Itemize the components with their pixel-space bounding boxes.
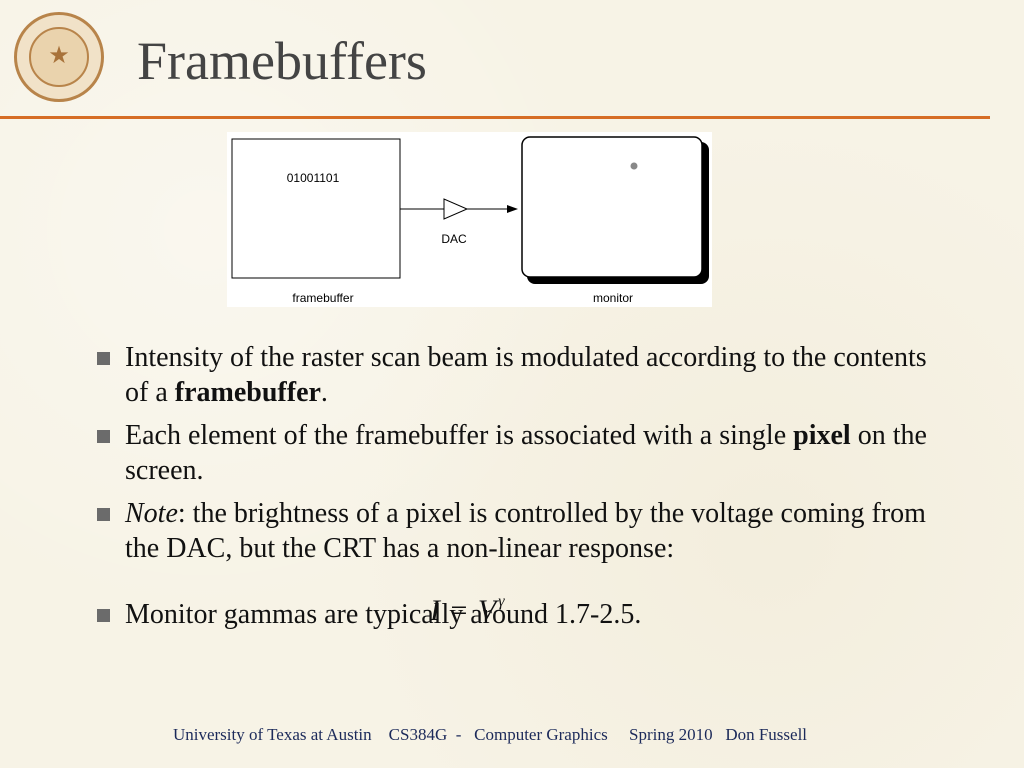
bullet-text: Monitor gammas are typically around 1.7-… (125, 599, 642, 630)
framebuffer-diagram: 01001101 DAC framebuffer monitor (227, 132, 712, 307)
seal-star-icon: ★ (48, 41, 70, 69)
formula-exponent: γ (498, 593, 505, 610)
bullet-item: Monitor gammas are typically around 1.7-… (95, 597, 945, 632)
bullet-text: Each element of the framebuffer is assoc… (125, 420, 794, 451)
bullet-bold-term: framebuffer (174, 377, 321, 408)
university-seal-icon: ★ (14, 12, 104, 102)
arrowhead-icon (507, 205, 518, 213)
formula-lhs: I (430, 594, 440, 627)
slide-footer: University of Texas at Austin CS384G - C… (172, 725, 808, 744)
square-bullet-icon (97, 430, 110, 443)
bullet-item: Intensity of the raster scan beam is mod… (95, 340, 945, 410)
square-bullet-icon (97, 508, 110, 521)
seal-center: ★ (29, 27, 89, 87)
monitor-screen (521, 136, 703, 278)
bullet-italic-term: Note (125, 498, 178, 529)
title-divider (0, 116, 990, 119)
bullet-item: Each element of the framebuffer is assoc… (95, 418, 945, 488)
bullet-text: Intensity of the raster scan beam is mod… (125, 342, 927, 408)
dac-triangle-icon (443, 198, 469, 220)
formula-equals: = (450, 594, 468, 627)
framebuffer-box (231, 138, 401, 279)
square-bullet-icon (97, 609, 110, 622)
square-bullet-icon (97, 352, 110, 365)
bullet-text: : the brightness of a pixel is controlle… (125, 498, 926, 564)
formula-base: V (477, 594, 497, 627)
slide-title: Framebuffers (137, 31, 427, 91)
framebuffer-label: framebuffer (292, 291, 353, 305)
bullet-bold-term: pixel (793, 420, 851, 451)
dac-label: DAC (441, 232, 467, 246)
pixel-dot (630, 162, 638, 170)
framebuffer-value: 01001101 (287, 171, 340, 185)
bullet-item: Note: the brightness of a pixel is contr… (95, 496, 945, 566)
bullet-text-end: . (320, 377, 328, 408)
bullet-list: Intensity of the raster scan beam is mod… (95, 340, 945, 640)
bullet-text-end: on the screen. (125, 420, 927, 486)
monitor-label: monitor (593, 291, 633, 305)
